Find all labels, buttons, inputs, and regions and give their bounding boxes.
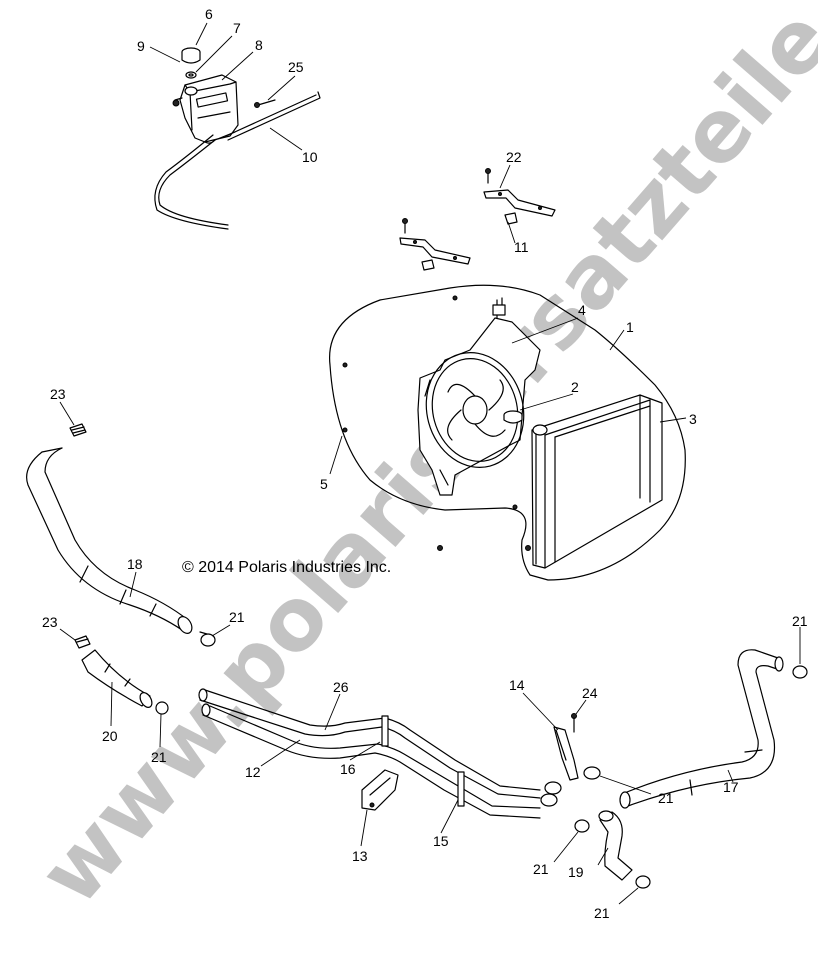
callout-21-hose18: 21 (229, 609, 245, 625)
reservoir-washer (185, 71, 197, 79)
callout-21-hose17: 21 (792, 613, 808, 629)
callout-26: 26 (333, 679, 349, 695)
reservoir-bracket (225, 91, 321, 141)
fan-assembly (417, 297, 541, 496)
radiator-outline (329, 284, 686, 581)
callout-10: 10 (302, 149, 318, 165)
callout-6: 6 (205, 6, 213, 22)
callout-24: 24 (582, 685, 598, 701)
overflow-hose (154, 134, 229, 230)
upper-bracket-left (399, 218, 471, 271)
leader-lines (59, 22, 801, 905)
radiator-core (531, 394, 663, 569)
callout-3: 3 (689, 411, 697, 427)
watermark-text: www.polaris-ersatzteile.de (20, 0, 818, 924)
callout-labels: 6 7 8 9 25 10 22 11 4 1 2 3 5 23 18 21 2… (42, 6, 808, 921)
callout-18: 18 (127, 556, 143, 572)
clamp-21f (635, 875, 651, 889)
hose-plug-23a (69, 423, 87, 437)
bolt-24 (571, 713, 577, 733)
callout-9: 9 (137, 38, 145, 54)
upper-bracket-right (483, 168, 556, 225)
hose-plug-23b (74, 635, 91, 649)
callout-21-hose19-lower: 21 (594, 905, 610, 921)
callout-13: 13 (352, 848, 368, 864)
bolt-25 (254, 99, 276, 108)
clamp-21a (199, 631, 216, 647)
clamp-21c (792, 665, 808, 679)
callout-12: 12 (245, 764, 261, 780)
callout-23-lower: 23 (42, 614, 58, 630)
callout-22: 22 (506, 149, 522, 165)
reservoir-tank (172, 74, 239, 144)
callout-21-clamp: 21 (658, 790, 674, 806)
callout-7: 7 (233, 20, 241, 36)
bracket-14 (553, 726, 579, 781)
callout-20: 20 (102, 728, 118, 744)
hose-17 (619, 649, 784, 809)
copyright-text: © 2014 Polaris Industries Inc. (182, 559, 391, 576)
callout-19: 19 (568, 864, 584, 880)
callout-8: 8 (255, 37, 263, 53)
callout-25: 25 (288, 59, 304, 75)
callout-16: 16 (340, 761, 356, 777)
callout-11: 11 (514, 239, 529, 255)
callout-15: 15 (433, 833, 449, 849)
clamp-21e (574, 819, 590, 833)
callout-17: 17 (723, 779, 739, 795)
bracket-13 (361, 769, 399, 811)
hose-19 (598, 810, 633, 881)
callout-5: 5 (320, 476, 328, 492)
clamp-21b (155, 701, 169, 715)
callout-21-hose20: 21 (151, 749, 167, 765)
callout-14: 14 (509, 677, 525, 693)
radiator-cap (503, 410, 523, 424)
reservoir-cap (181, 47, 201, 64)
callout-2: 2 (571, 379, 579, 395)
hose-18 (26, 447, 193, 634)
callout-21-hose19-upper: 21 (533, 861, 549, 877)
clamp-21d (583, 766, 601, 780)
hose-20 (81, 649, 153, 708)
coolant-tubes (198, 688, 562, 819)
callout-1: 1 (626, 319, 634, 335)
callout-23-upper: 23 (50, 386, 66, 402)
callout-4: 4 (578, 302, 586, 318)
